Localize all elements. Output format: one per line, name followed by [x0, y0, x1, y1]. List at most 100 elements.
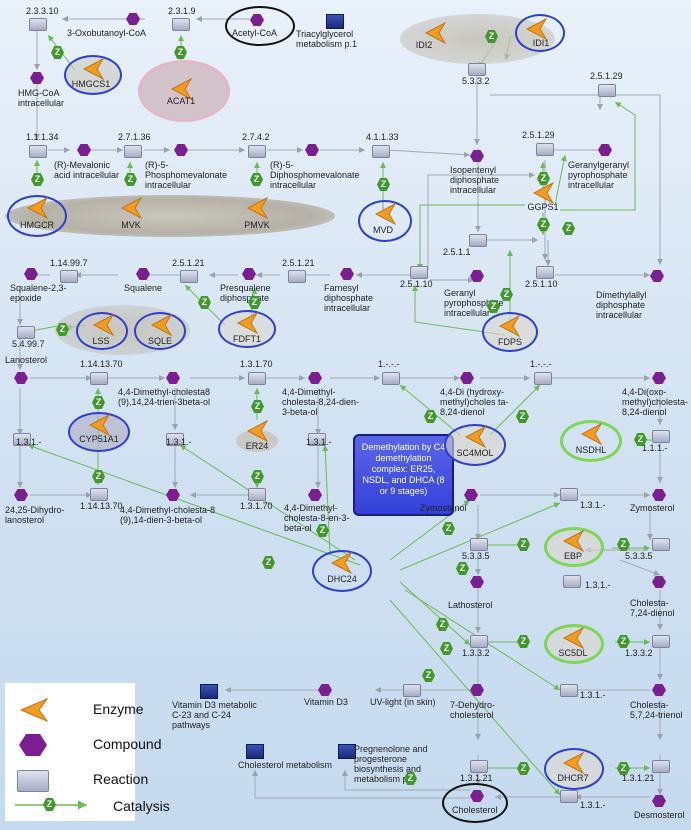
pathway-cholesterol-metabolism[interactable]: [246, 744, 264, 759]
enzyme-pmvk-icon[interactable]: [246, 196, 269, 220]
compound-3-oxobutanoyl-coa[interactable]: [126, 13, 140, 25]
enzyme-hmgcs1-icon[interactable]: [82, 57, 105, 81]
compound-dimethyl-cholesta-trien[interactable]: [166, 372, 180, 384]
reaction-1-3-1-dash-e[interactable]: [563, 575, 581, 588]
reaction-1-14-99-7[interactable]: [60, 270, 78, 283]
compound-dimethyl-cholesta-8-en[interactable]: [308, 489, 322, 501]
compound-dimethyl-cholesta-8-14-dien[interactable]: [166, 489, 180, 501]
pathway-triacylglycerol[interactable]: [326, 14, 344, 29]
reaction-5-3-3-2[interactable]: [468, 63, 486, 76]
enzyme-fdps-icon[interactable]: [498, 314, 521, 338]
reaction-5-4-99-7[interactable]: [17, 326, 35, 339]
reaction-1-dash-left[interactable]: [382, 372, 400, 385]
enzyme-sc4mol-icon[interactable]: [464, 425, 487, 449]
compound-7-dehydro-cholesterol[interactable]: [470, 684, 484, 696]
reaction-1-3-3-2-right[interactable]: [652, 635, 670, 648]
enzyme-ebp-icon[interactable]: [562, 529, 585, 553]
compound-zymostenol[interactable]: [464, 489, 478, 501]
reaction-2-5-1-29-top[interactable]: [598, 84, 616, 97]
reaction-2-3-1-9[interactable]: [172, 18, 190, 31]
compound-5-phosphomevalonate[interactable]: [174, 144, 188, 156]
compound-vitamin-d3[interactable]: [318, 684, 332, 696]
enzyme-cyp51a1-icon[interactable]: [88, 413, 111, 437]
reaction-5-3-3-5-right[interactable]: [652, 538, 670, 551]
enzyme-acat1-icon[interactable]: [170, 77, 193, 101]
compound-dihydroxymethyl-cholesta[interactable]: [460, 372, 474, 384]
pathway-pregnenolone[interactable]: [338, 744, 356, 759]
enzyme-dhcr7-icon[interactable]: [562, 751, 585, 775]
enzyme-dhc24-icon[interactable]: [330, 551, 353, 575]
enzyme-idi1-icon[interactable]: [525, 17, 548, 41]
compound-presqualene-diphosphate[interactable]: [242, 268, 256, 280]
reaction-1-3-3-2-left[interactable]: [470, 635, 488, 648]
reaction-1-3-1-21-left[interactable]: [470, 760, 488, 773]
reaction-1-3-1-dash-f[interactable]: [560, 684, 578, 697]
reaction-2-7-1-36[interactable]: [124, 145, 142, 158]
compound-geranylgeranyl-pyrophosphate[interactable]: [598, 144, 612, 156]
reaction-1-3-1-dash-b[interactable]: [166, 433, 184, 446]
catalysis-icon: Z: [250, 173, 263, 186]
reaction-1-14-13-70-bottom[interactable]: [90, 488, 108, 501]
compound-dimethyl-cholesta-dien[interactable]: [308, 372, 322, 384]
enzyme-er24-icon[interactable]: [246, 419, 269, 443]
enzyme-sc5dl-icon[interactable]: [562, 626, 585, 650]
reaction-1-1-1-34[interactable]: [29, 145, 47, 158]
compound-mevalonic-acid[interactable]: [77, 144, 91, 156]
pathway-uv-light[interactable]: [403, 684, 421, 697]
compound-squalene-epoxide[interactable]: [24, 268, 38, 280]
compound-dimethylallyl-diphosphate[interactable]: [650, 270, 664, 282]
reaction-1-3-1-dash-c[interactable]: [308, 433, 326, 446]
pathway-vitamin-d3[interactable]: [200, 684, 218, 699]
compound-cholesta-5-7-24-trienol[interactable]: [652, 684, 666, 696]
enzyme-nsdhl-icon[interactable]: [580, 422, 603, 446]
compound-geranyl-pyrophosphate[interactable]: [470, 270, 484, 282]
enzyme-label: IDI2: [415, 40, 433, 50]
compound-farnesyl-diphosphate[interactable]: [340, 268, 354, 280]
reaction-2-5-1-29[interactable]: [536, 143, 554, 156]
compound-zymosterol[interactable]: [652, 489, 666, 501]
reaction-1-14-13-70-top[interactable]: [90, 372, 108, 385]
enzyme-idi2-icon[interactable]: [424, 21, 447, 45]
enzyme-sqle-icon[interactable]: [150, 313, 173, 337]
enzyme-mvk-icon[interactable]: [120, 196, 143, 220]
enzyme-ggps1-icon[interactable]: [532, 181, 555, 205]
catalysis-icon: Z: [404, 772, 417, 785]
reaction-2-5-1-21-right[interactable]: [288, 270, 306, 283]
compound-hmg-coa[interactable]: [30, 72, 44, 84]
legend-catalysis-label: Catalysis: [113, 798, 170, 814]
compound-isopentenyl-diphosphate[interactable]: [470, 150, 484, 162]
reaction-1-3-1-dash-a[interactable]: [13, 433, 31, 446]
reaction-1-1-1-dash[interactable]: [652, 430, 670, 443]
reaction-2-5-1-21-left[interactable]: [180, 270, 198, 283]
reaction-4-1-1-33[interactable]: [372, 145, 390, 158]
reaction-1-dash-right[interactable]: [534, 372, 552, 385]
enzyme-hmgcr-icon[interactable]: [26, 196, 49, 220]
reaction-1-3-1-70-top[interactable]: [248, 372, 266, 385]
enzyme-fdft1-icon[interactable]: [236, 311, 259, 335]
reaction-label: 2.5.1.10: [525, 279, 558, 289]
reaction-1-3-1-21-right[interactable]: [652, 760, 670, 773]
enzyme-lss-icon[interactable]: [92, 313, 115, 337]
enzyme-label: NSDHL: [575, 445, 607, 455]
compound-label-text: HMG-CoA intracellular: [18, 88, 65, 108]
reaction-1-3-1-70-bottom[interactable]: [248, 488, 266, 501]
compound-desmosterol[interactable]: [652, 795, 666, 807]
compound-lathosterol[interactable]: [470, 576, 484, 588]
compound-dihydro-lanosterol[interactable]: [14, 489, 28, 501]
reaction-2-3-3-10[interactable]: [29, 18, 47, 31]
reaction-2-7-4-2[interactable]: [248, 145, 266, 158]
enzyme-mvd-icon[interactable]: [374, 202, 397, 226]
reaction-label: 2.5.1.29: [590, 71, 623, 81]
compound-dioxomethyl-cholesta[interactable]: [652, 372, 666, 384]
compound-5-diphosphomevalonate[interactable]: [305, 144, 319, 156]
reaction-5-3-3-5-left[interactable]: [470, 538, 488, 551]
compound-cholesta-7-24-dienol[interactable]: [652, 576, 666, 588]
reaction-1-3-1-dash-d[interactable]: [560, 488, 578, 501]
reaction-1-3-1-dash-g[interactable]: [560, 790, 578, 803]
reaction-label: 1.3.1.70: [240, 501, 273, 511]
reaction-2-5-1-10-left[interactable]: [410, 266, 428, 279]
reaction-2-5-1-1[interactable]: [469, 234, 487, 247]
compound-squalene[interactable]: [136, 268, 150, 280]
compound-lanosterol[interactable]: [14, 372, 28, 384]
reaction-2-5-1-10-right[interactable]: [536, 266, 554, 279]
